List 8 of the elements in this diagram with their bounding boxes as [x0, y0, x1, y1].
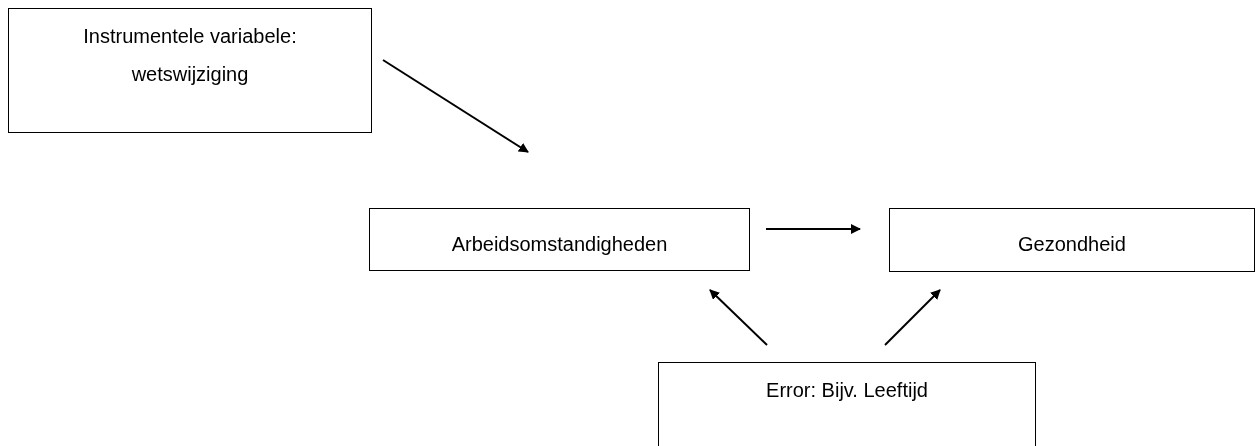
- text-box: Gezondheid: [889, 208, 1255, 272]
- text-box: Error: Bijv. Leeftijd: [658, 362, 1036, 446]
- text-box: Instrumentele variabele: wetswijziging: [8, 8, 372, 133]
- arrow: [709, 289, 768, 346]
- text-box: Arbeidsomstandigheden: [369, 208, 750, 271]
- arrow: [884, 289, 941, 346]
- arrow: [382, 59, 529, 153]
- arrow: [765, 224, 861, 234]
